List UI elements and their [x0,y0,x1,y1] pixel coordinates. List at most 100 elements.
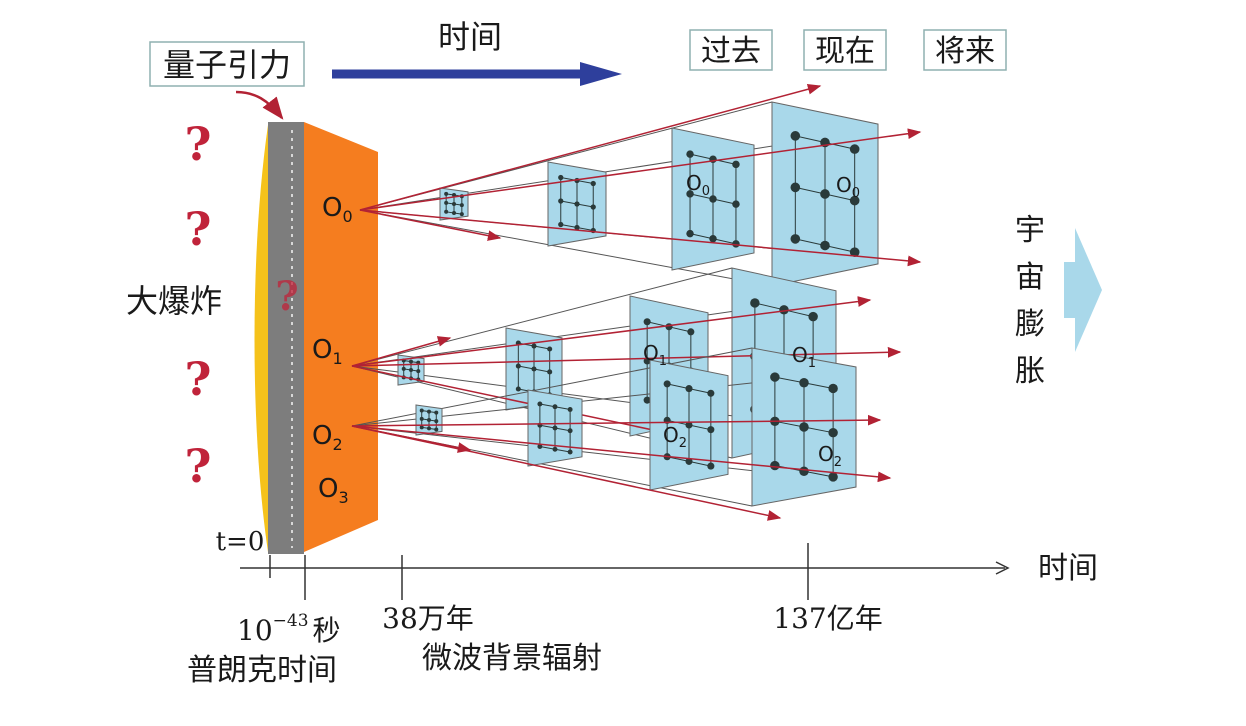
link-h-o2-3-1-1 [803,426,834,434]
galaxy-o0-1-2-1 [574,224,580,231]
origin-o0: O0 [322,193,353,226]
link-h-o0-3-0-1 [824,141,855,150]
expansion-char-3: 膨 [1015,307,1045,342]
link-h-o1-1-0-1 [533,345,550,350]
panel-label-o2-big: O2 [818,442,842,470]
ray-o1-0 [351,296,872,367]
link-h-o1-2-0-1 [668,326,691,333]
expansion-cones [351,83,922,521]
galaxy-o2-1-0-1 [552,404,558,410]
ray-o2-0 [351,425,892,483]
question-mark-2: ? [185,202,212,256]
link-h-o2-1-1-0 [539,424,556,429]
link-h-o2-1-0-1 [554,406,571,410]
question-mark-wall: ? [275,273,298,320]
expansion-arrow-body [1064,262,1076,318]
expansion-char-4: 胀 [1015,354,1045,389]
planck-time-label: 普朗克时间 [187,653,337,688]
galaxy-o0-1-1-0 [558,198,564,204]
ray-o1-3 [351,365,702,443]
panel-label-o2-mid: O2 [663,423,687,451]
expansion-char-1: 宇 [1015,213,1045,248]
ray-o2-3 [351,414,882,427]
question-mark-1: ? [185,117,212,171]
link-h-o2-2-1-1 [688,424,711,431]
link-h-o2-1-2-1 [554,448,571,453]
planck-wall [268,122,304,554]
galaxy-o0-2-2-0 [686,229,694,238]
present-box [803,29,887,71]
link-h-o1-1-1-0 [518,365,535,370]
panel-label-o0-big: O0 [836,173,860,201]
link-h-o1-3-0-0 [754,302,785,311]
origin-o2: O2 [312,421,343,454]
galaxy-o0-2-2-1 [709,235,717,243]
year-137yi-label: 137亿年 [773,602,882,635]
link-h-o0-3-0-0 [795,135,826,143]
link-h-o0-2-2-0 [689,233,714,240]
ray-o0-2 [359,209,922,267]
past-box [689,29,773,71]
link-h-o0-1-1-0 [560,200,578,205]
galaxy-o2-1-2-2 [567,449,573,455]
cone-o0-edge-3 [359,209,773,287]
link-h-o2-3-0-1 [803,382,834,389]
link-h-o0-1-0-1 [576,179,594,184]
link-h-o2-1-1-1 [554,427,571,432]
link-h-o0-2-1-0 [689,193,714,200]
link-h-o0-2-2-1 [712,238,737,245]
quantum-gravity-label: 量子引力 [163,46,291,84]
time-axis-label: 时间 [1038,551,1098,586]
panel-label-o0-mid: O0 [686,171,710,199]
quantum-gravity-pointer [235,90,284,120]
orange-wall [304,122,378,552]
origin-o1: O1 [312,335,343,368]
ray-o1-1 [351,346,902,367]
ray-o1-2 [351,336,452,367]
time-top-arrow-head [580,62,622,86]
link-h-o2-2-0-1 [688,388,711,394]
present-label: 现在 [815,34,875,69]
future-box [923,29,1007,71]
link-h-o2-3-1-0 [774,420,805,428]
galaxy-o1-1-2-0 [515,386,521,392]
year-38wan-label: 38万年 [382,602,474,635]
ray-o0-1 [359,128,922,211]
link-h-o2-3-0-0 [774,376,805,384]
ray-o2-2 [351,425,472,453]
galaxy-o0-1-1-2 [590,204,596,210]
galaxy-o0-2-2-2 [732,240,740,248]
ray-o2-1 [351,425,782,521]
link-h-o0-2-1-1 [712,198,737,205]
panel-label-o1-mid: O1 [643,341,667,369]
galaxy-o0-0-2-2 [459,212,464,217]
cmb-label: 微波背景辐射 [422,641,602,676]
galaxy-o2-1-1-2 [567,428,573,434]
link-h-o0-1-1-1 [576,203,594,208]
big-bang-label: 大爆炸 [126,282,222,320]
galaxy-o2-0-2-2 [434,427,439,432]
time-top-label: 时间 [438,18,502,56]
link-h-o2-2-2-1 [688,460,711,467]
time-axis-arrowhead [995,561,1010,575]
galaxy-o1-2-2-0 [643,396,651,404]
question-mark-4: ? [185,439,212,493]
ray-o0-0 [359,83,822,211]
galaxy-o2-1-2-1 [552,446,558,452]
cone-o1-edge-0 [351,267,733,367]
galaxy-o0-3-2-2 [849,247,860,257]
galaxy-o2-2-2-2 [707,462,715,470]
link-h-o0-3-2-0 [795,238,826,247]
galaxy-o0-2-0-0 [686,150,694,158]
ray-o0-3 [359,209,502,241]
link-h-o0-1-2-0 [560,224,578,229]
future-label: 将来 [935,34,995,69]
link-h-o2-1-0-0 [539,403,556,408]
question-mark-3: ? [185,352,212,406]
link-h-o0-2-0-0 [689,153,714,160]
link-h-o2-3-2-1 [803,470,834,478]
past-label: 过去 [701,34,761,69]
